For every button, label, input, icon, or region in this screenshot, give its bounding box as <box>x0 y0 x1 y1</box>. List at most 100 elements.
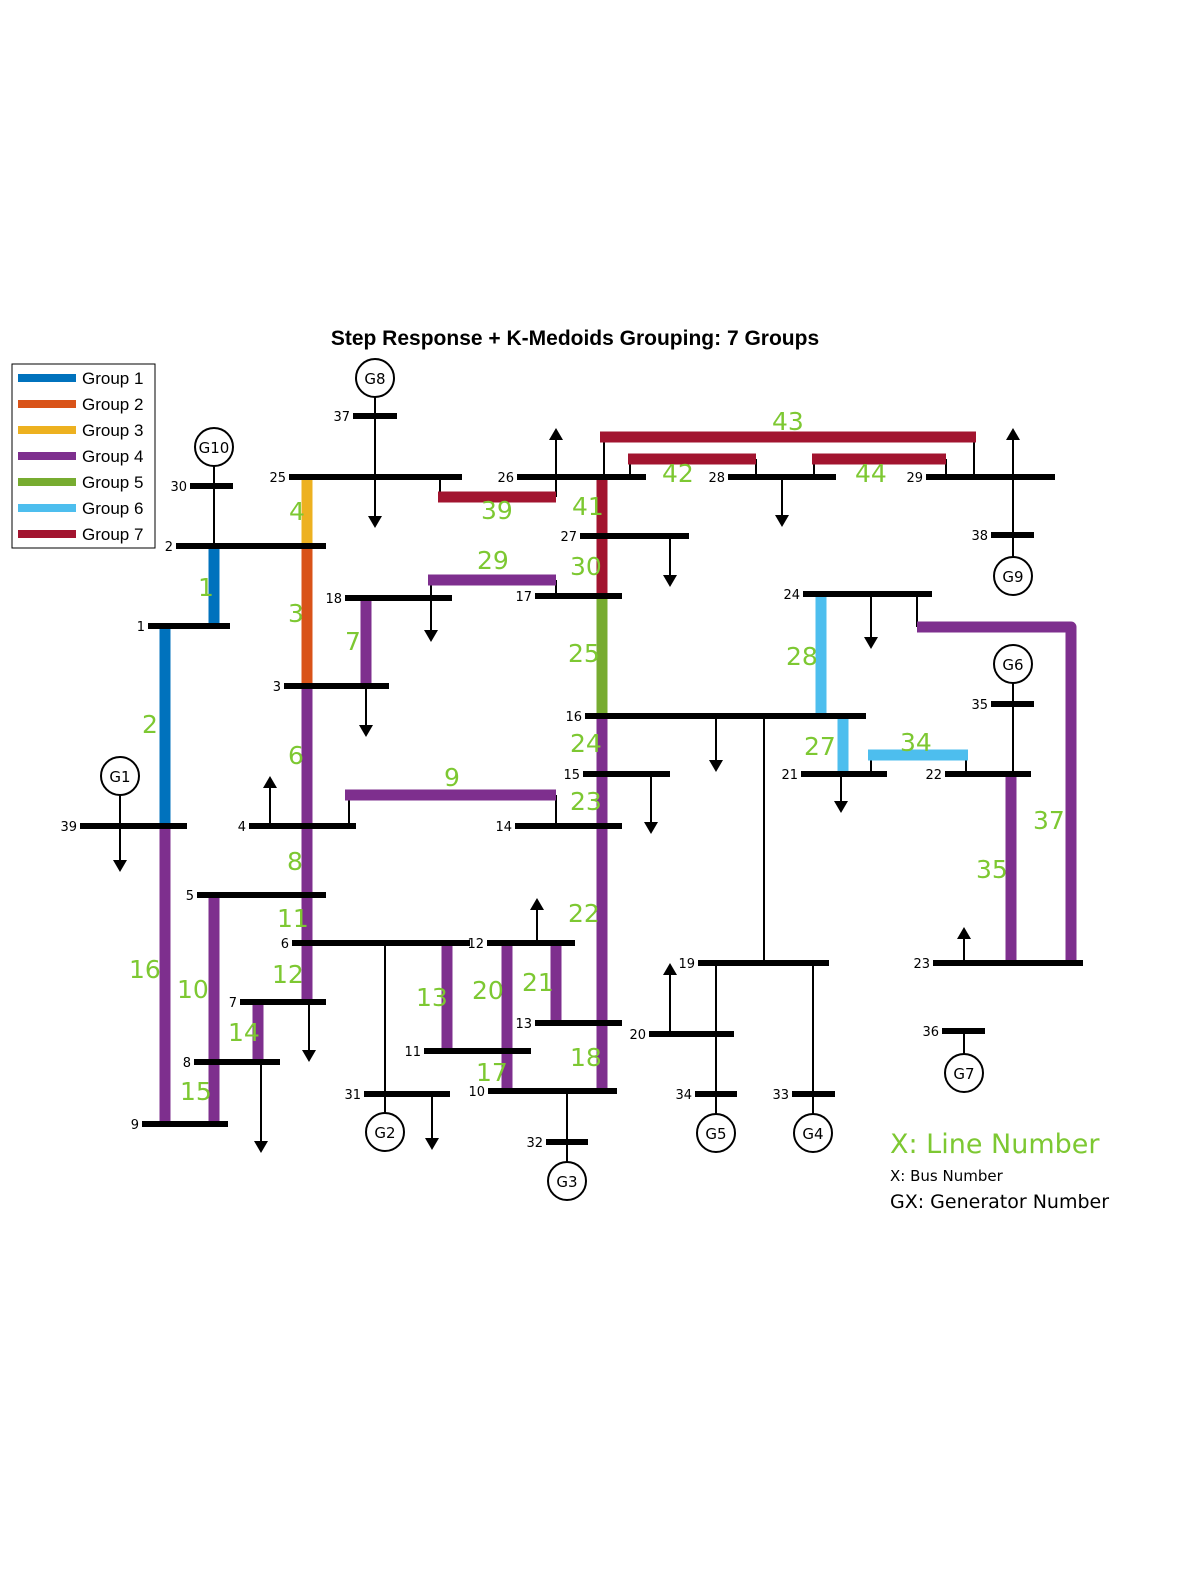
diagram-title: Step Response + K-Medoids Grouping: 7 Gr… <box>331 327 819 350</box>
generator-g2: G2 <box>365 1112 405 1152</box>
load-arrow <box>663 963 677 1034</box>
load-arrow <box>530 898 544 943</box>
bus-label-29: 29 <box>906 471 923 486</box>
line-label-23: 23 <box>570 787 602 816</box>
line-label-29: 29 <box>477 546 509 575</box>
bus-label-2: 2 <box>165 540 173 555</box>
bus-label-39: 39 <box>60 820 77 835</box>
legend-label: Group 1 <box>82 369 143 388</box>
bus-label-33: 33 <box>772 1088 789 1103</box>
bus-label-31: 31 <box>344 1088 361 1103</box>
legend-label: Group 2 <box>82 395 143 414</box>
generator-g7: G7 <box>944 1053 984 1093</box>
bus-label-16: 16 <box>565 710 582 725</box>
line-label-22: 22 <box>568 899 600 928</box>
line-label-12: 12 <box>272 960 304 989</box>
load-arrow <box>663 536 677 587</box>
line-label-43: 43 <box>772 407 804 436</box>
line-label-27: 27 <box>804 732 836 761</box>
line-label-39: 39 <box>481 496 513 525</box>
bus-label-20: 20 <box>629 1028 646 1043</box>
connection-layer <box>119 390 1014 1163</box>
line-label-1: 1 <box>198 573 214 602</box>
key-line-number: X: Line Number <box>890 1129 1100 1160</box>
bus-label-32: 32 <box>526 1136 543 1151</box>
legend-label: Group 5 <box>82 473 143 492</box>
bus-label-9: 9 <box>131 1118 139 1133</box>
legend-label: Group 3 <box>82 421 143 440</box>
generator-label: G7 <box>953 1065 974 1083</box>
bus-label-28: 28 <box>708 471 725 486</box>
legend-label: Group 4 <box>82 447 143 466</box>
generator-g9: G9 <box>993 556 1033 596</box>
line-label-6: 6 <box>288 741 304 770</box>
generator-label: G2 <box>374 1124 395 1142</box>
line-label-34: 34 <box>900 728 932 757</box>
key-bus-number: X: Bus Number <box>890 1167 1004 1185</box>
bus-label-34: 34 <box>675 1088 692 1103</box>
bus-label-10: 10 <box>468 1085 485 1100</box>
load-arrow <box>302 1002 316 1062</box>
line-label-14: 14 <box>228 1018 260 1047</box>
generator-g5: G5 <box>696 1113 736 1153</box>
bus-label-36: 36 <box>922 1025 939 1040</box>
bus-label-19: 19 <box>678 957 695 972</box>
load-arrow <box>775 477 789 527</box>
generator-label: G3 <box>556 1173 577 1191</box>
load-arrow <box>644 774 658 834</box>
line-segments-layer <box>159 431 1077 1124</box>
line-label-20: 20 <box>472 976 504 1005</box>
loads-layer <box>113 428 1020 1153</box>
bus-label-25: 25 <box>269 471 286 486</box>
bus-label-15: 15 <box>563 768 580 783</box>
bus-label-30: 30 <box>170 480 187 495</box>
generator-label: G1 <box>109 768 130 786</box>
line-label-44: 44 <box>855 459 887 488</box>
load-arrow <box>709 716 723 772</box>
line-label-25: 25 <box>568 639 600 668</box>
bus-label-11: 11 <box>404 1045 421 1060</box>
bus-label-38: 38 <box>971 529 988 544</box>
line-label-37: 37 <box>1033 806 1065 835</box>
key-generator-number: GX: Generator Number <box>890 1191 1109 1213</box>
line-label-21: 21 <box>522 968 554 997</box>
bus-label-22: 22 <box>925 768 942 783</box>
load-arrow <box>834 774 848 813</box>
bus-label-3: 3 <box>273 680 281 695</box>
load-arrow <box>113 826 127 872</box>
generator-g3: G3 <box>547 1161 587 1201</box>
line-label-4: 4 <box>289 497 305 526</box>
bus-label-17: 17 <box>515 590 532 605</box>
bus-label-37: 37 <box>333 410 350 425</box>
bus-label-7: 7 <box>229 996 237 1011</box>
load-arrow <box>1006 428 1020 477</box>
bus-label-8: 8 <box>183 1056 191 1071</box>
bus-label-12: 12 <box>467 937 484 952</box>
line-label-16: 16 <box>129 955 161 984</box>
key: X: Line Number X: Bus Number GX: Generat… <box>890 1129 1109 1213</box>
load-arrow <box>263 776 277 826</box>
line-label-7: 7 <box>345 627 361 656</box>
generator-g8: G8 <box>355 358 395 398</box>
line-label-13: 13 <box>416 983 448 1012</box>
generator-label: G9 <box>1002 568 1023 586</box>
bus-label-21: 21 <box>781 768 798 783</box>
line-label-18: 18 <box>570 1043 602 1072</box>
bus-label-23: 23 <box>913 957 930 972</box>
bus-label-24: 24 <box>783 588 800 603</box>
load-arrow <box>254 1062 268 1153</box>
line-label-11: 11 <box>277 904 309 933</box>
generator-label: G6 <box>1002 656 1023 674</box>
line-label-10: 10 <box>177 975 209 1004</box>
bus-label-35: 35 <box>971 698 988 713</box>
load-arrow <box>359 686 373 737</box>
bus-label-6: 6 <box>281 937 289 952</box>
bus-label-26: 26 <box>497 471 514 486</box>
load-arrow <box>957 927 971 963</box>
bus-label-1: 1 <box>137 620 145 635</box>
line-label-8: 8 <box>287 847 303 876</box>
